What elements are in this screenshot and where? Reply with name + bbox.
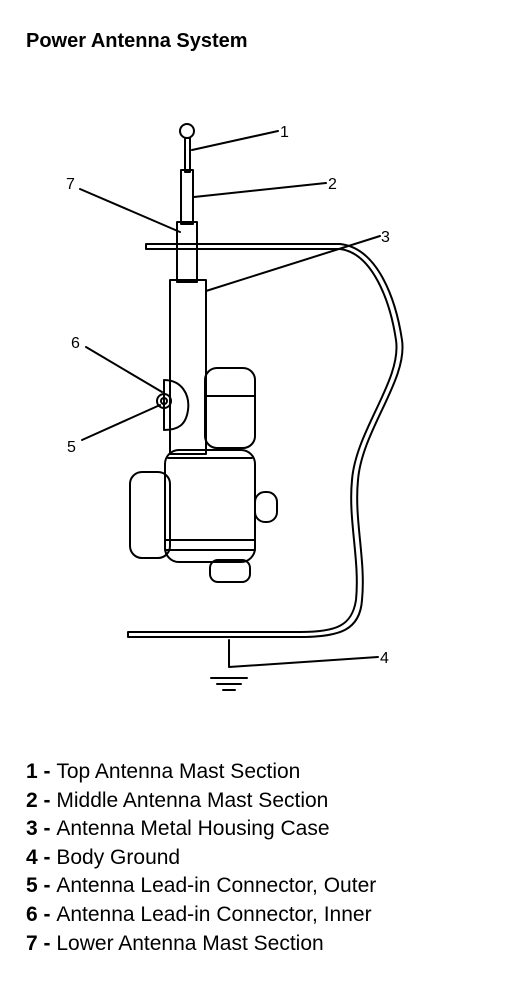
callout-1: 1	[280, 124, 289, 141]
legend-num: 2	[26, 788, 38, 812]
callout-4: 4	[380, 650, 389, 667]
legend-sep: -	[37, 902, 57, 926]
legend-item: 7 - Lower Antenna Mast Section	[26, 930, 376, 959]
legend-sep: -	[37, 931, 57, 955]
callout-3: 3	[381, 229, 390, 246]
legend-num: 7	[26, 931, 38, 955]
legend-num: 1	[26, 760, 38, 783]
legend-num: 5	[26, 874, 38, 898]
mast-top	[184, 137, 191, 173]
antenna-housing	[169, 279, 207, 455]
legend-num: 3	[26, 817, 38, 841]
legend-item: 6 - Antenna Lead-in Connector, Inner	[26, 901, 376, 930]
legend-sep: -	[37, 845, 57, 869]
legend-sep: -	[37, 760, 57, 783]
antenna-motor	[129, 367, 278, 583]
leader-3	[205, 235, 381, 292]
legend: 1 - Top Antenna Mast Section 2 - Middle …	[26, 758, 376, 958]
legend-num: 4	[26, 845, 38, 869]
callout-5: 5	[67, 439, 76, 456]
legend-text: Antenna Metal Housing Case	[56, 817, 330, 841]
legend-text: Body Ground	[56, 845, 181, 869]
legend-item: 2 - Middle Antenna Mast Section	[26, 787, 376, 816]
connector-outer	[156, 393, 172, 409]
legend-sep: -	[37, 817, 57, 841]
legend-item: 3 - Antenna Metal Housing Case	[26, 815, 376, 844]
body-panel	[127, 243, 404, 638]
leader-1	[191, 130, 279, 151]
leader-4	[228, 639, 379, 668]
mast-middle	[180, 169, 194, 225]
legend-sep: -	[37, 788, 57, 812]
legend-text: Antenna Lead-in Connector, Inner	[56, 902, 372, 926]
callout-6: 6	[71, 335, 80, 352]
leader-5	[81, 404, 161, 441]
legend-text: Lower Antenna Mast Section	[56, 931, 324, 955]
mast-ball	[179, 123, 195, 139]
leader-7	[79, 188, 181, 233]
mast-lower	[176, 221, 198, 283]
ground-icon	[210, 677, 248, 691]
legend-sep: -	[37, 874, 57, 898]
legend-num: 6	[26, 902, 38, 926]
legend-text: Middle Antenna Mast Section	[56, 788, 329, 812]
connector-boss	[163, 379, 190, 431]
leader-6	[85, 346, 163, 393]
connector-inner	[160, 397, 168, 405]
leader-2	[193, 182, 327, 198]
legend-text: Top Antenna Mast Section	[56, 760, 301, 783]
page-title: Power Antenna System	[26, 30, 248, 52]
legend-item: 5 - Antenna Lead-in Connector, Outer	[26, 872, 376, 901]
legend-item: 1 - Top Antenna Mast Section	[26, 758, 376, 787]
callout-7: 7	[66, 176, 75, 193]
callout-2: 2	[328, 176, 337, 193]
legend-item: 4 - Body Ground	[26, 844, 376, 873]
legend-text: Antenna Lead-in Connector, Outer	[56, 874, 377, 898]
